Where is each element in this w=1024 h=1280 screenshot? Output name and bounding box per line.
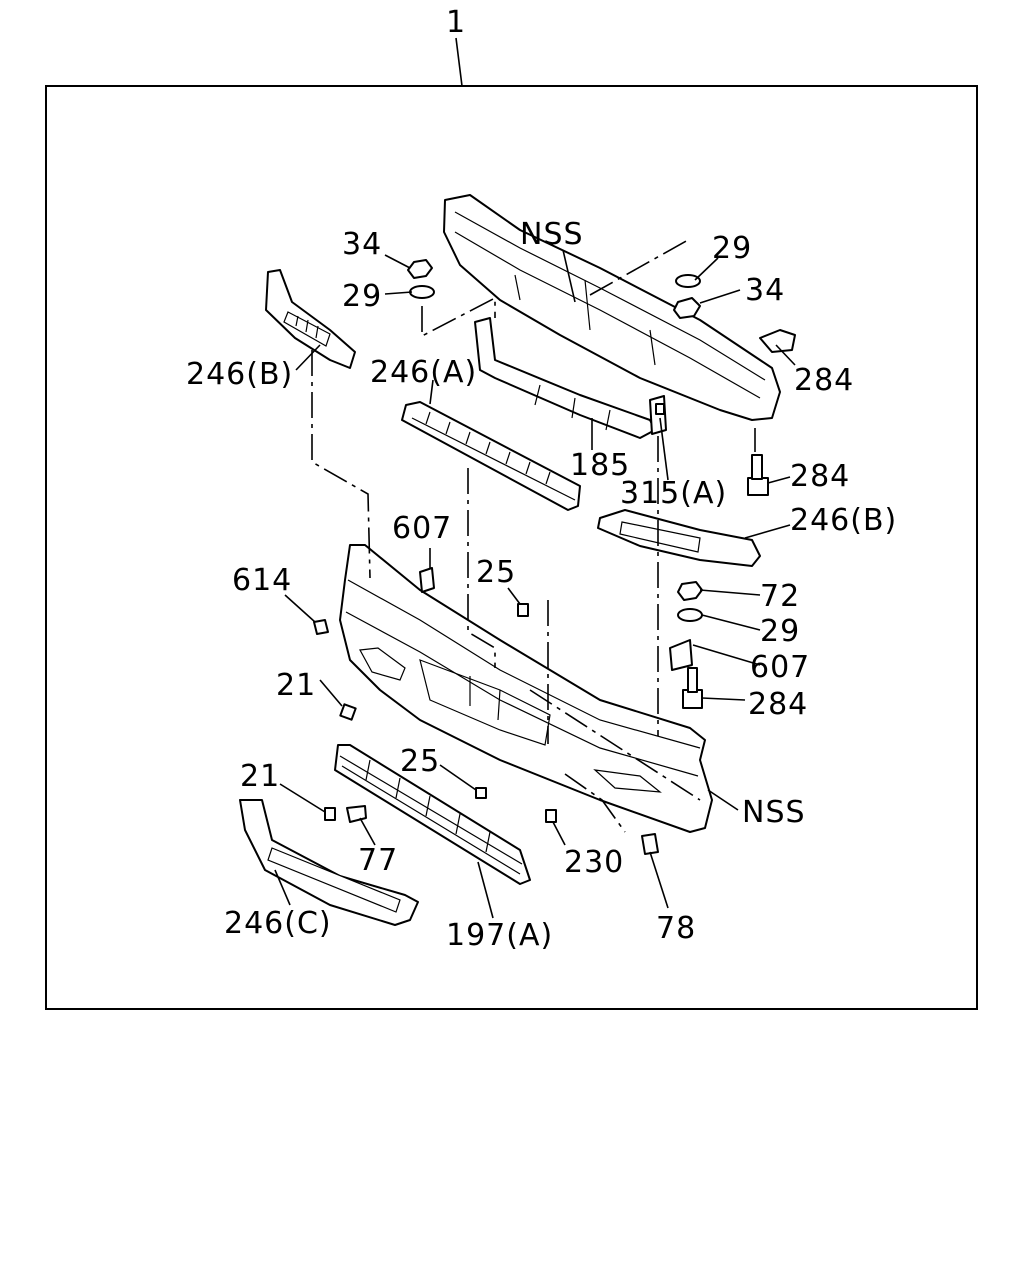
label-29-right: 29	[712, 231, 752, 266]
label-78: 78	[656, 911, 696, 946]
label-77: 77	[358, 843, 398, 878]
label-nss-top: NSS	[520, 217, 584, 252]
label-614: 614	[232, 563, 292, 598]
hardware	[313, 259, 796, 855]
label-21-a: 21	[276, 668, 316, 703]
label-21-b: 21	[240, 759, 280, 794]
lower-panel-246c	[239, 799, 419, 926]
label-25-bottom: 25	[400, 744, 440, 779]
label-284-a: 284	[794, 363, 854, 398]
callout-labels: 1 NSS 34 29 29 34 284 246(B) 246(A) 185 …	[186, 5, 897, 953]
label-607-right: 607	[750, 650, 810, 685]
label-246b-right: 246(B)	[790, 503, 897, 538]
garnish-246a	[401, 401, 581, 511]
label-284-c: 284	[748, 687, 808, 722]
assembly-leader	[455, 37, 463, 87]
leader-lines	[274, 249, 796, 919]
label-nss-bottom: NSS	[742, 795, 806, 830]
label-197a: 197(A)	[446, 918, 553, 953]
label-1: 1	[446, 5, 466, 40]
reinforcement-bar	[443, 194, 781, 421]
front-bumper	[339, 544, 713, 833]
side-panel-246b-right	[597, 509, 761, 567]
label-34-right: 34	[745, 273, 785, 308]
label-246a: 246(A)	[370, 355, 477, 390]
assembly-frame	[45, 85, 978, 1010]
label-246c: 246(C)	[224, 906, 332, 941]
lower-grille-197a	[334, 744, 531, 885]
label-72: 72	[760, 579, 800, 614]
bracket-315a	[649, 395, 667, 435]
label-230: 230	[564, 845, 624, 880]
label-34-left: 34	[342, 227, 382, 262]
label-315a: 315(A)	[620, 476, 727, 511]
label-284-b: 284	[790, 459, 850, 494]
label-185: 185	[570, 448, 630, 483]
label-29-mid: 29	[760, 614, 800, 649]
label-29-left: 29	[342, 279, 382, 314]
label-607-left: 607	[392, 511, 452, 546]
label-25-top: 25	[476, 555, 516, 590]
label-246b-left: 246(B)	[186, 357, 293, 392]
side-panel-246b-left	[265, 269, 356, 369]
assembly-lines	[311, 239, 756, 833]
